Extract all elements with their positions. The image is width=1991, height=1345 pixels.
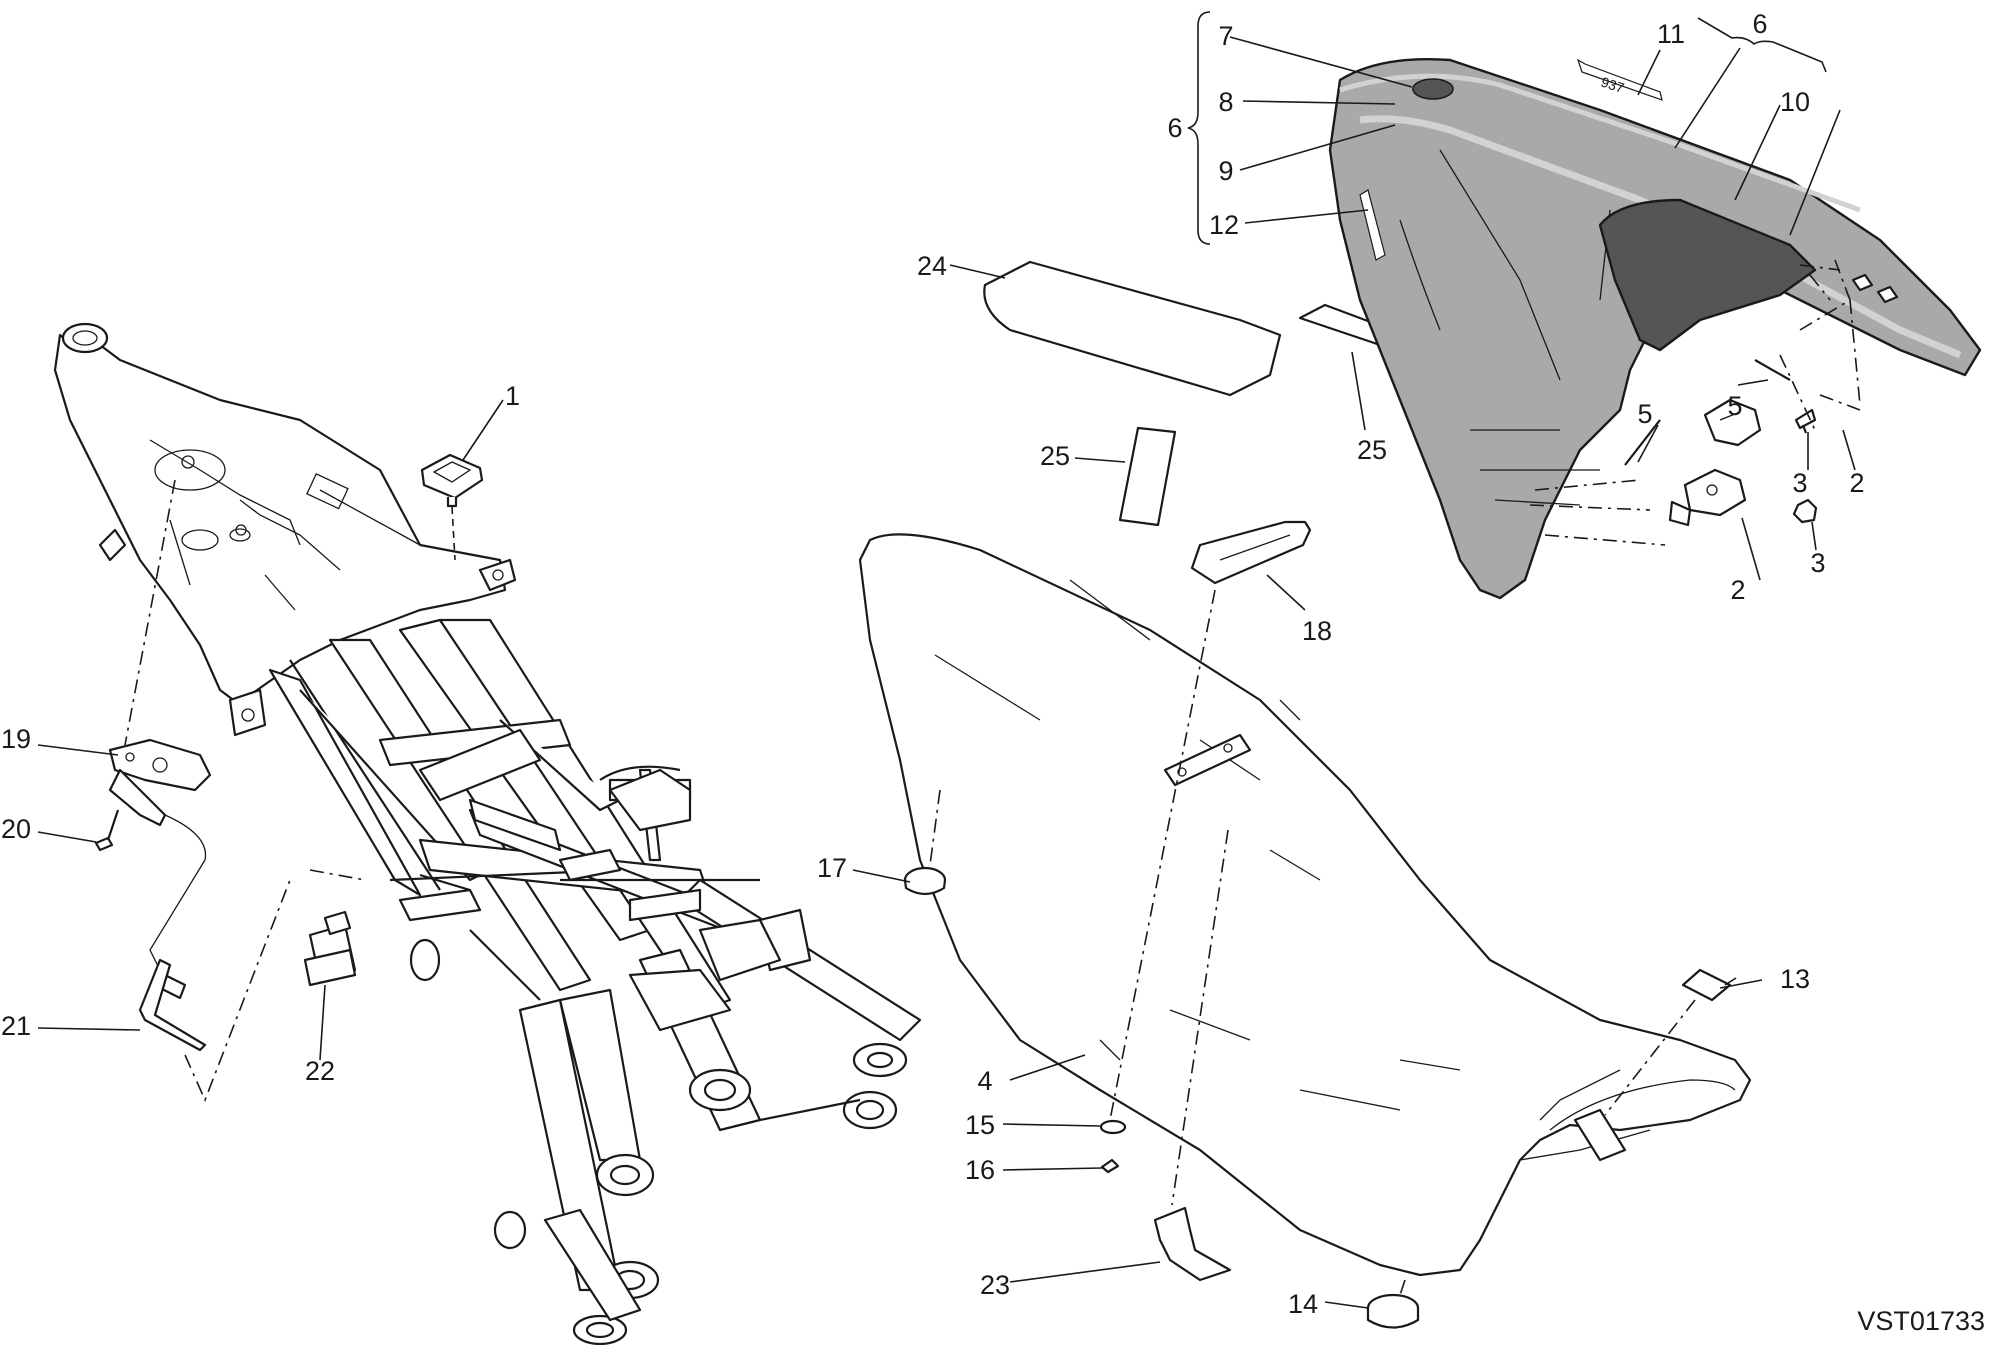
callout-labels: 1 2 2 3 3 4 5 5 6 6 7 8 9 10 11 12 13 14… — [1, 9, 1865, 1319]
callout-5b: 5 — [1727, 391, 1742, 421]
part-screw-20 — [94, 809, 120, 852]
callout-16: 16 — [965, 1155, 995, 1185]
part-sticker-13 — [1604, 968, 1732, 1116]
part-clip-inserts — [1851, 273, 1899, 304]
callout-6b: 6 — [1752, 9, 1767, 39]
callout-10: 10 — [1780, 87, 1810, 117]
callout-9: 9 — [1218, 156, 1233, 186]
part-foam-pad-24 — [983, 260, 1282, 397]
part-hook-23 — [1153, 829, 1232, 1282]
callout-22: 22 — [305, 1056, 335, 1086]
part-bracket-2b — [1668, 468, 1747, 527]
part-pin-5b — [1754, 359, 1791, 381]
callout-20: 20 — [1, 814, 31, 844]
part-pin-5a — [1624, 419, 1661, 466]
brace-item-6-top — [1697, 17, 1827, 73]
callout-14: 14 — [1288, 1289, 1318, 1319]
callout-24: 24 — [917, 251, 947, 281]
hidden-lines-cover — [1529, 259, 1861, 546]
part-seat-lock-assembly — [108, 479, 212, 1000]
callout-25a: 25 — [1040, 441, 1070, 471]
drawing-code: VST01733 — [1857, 1306, 1985, 1336]
svg-text:937: 937 — [1599, 74, 1626, 97]
callout-15: 15 — [965, 1110, 995, 1140]
callout-8: 8 — [1218, 87, 1233, 117]
callout-2b: 2 — [1730, 575, 1745, 605]
callout-1: 1 — [505, 381, 520, 411]
callout-21: 21 — [1, 1011, 31, 1041]
callout-11: 11 — [1657, 19, 1685, 49]
rear-subframe — [53, 322, 922, 1345]
callout-23: 23 — [980, 1270, 1010, 1300]
callout-3b: 3 — [1810, 548, 1825, 578]
part-screw-3b — [1794, 408, 1817, 434]
part-nut-3a — [1792, 498, 1818, 524]
part-screw-16 — [1100, 1158, 1120, 1174]
callout-18: 18 — [1302, 616, 1332, 646]
part-passenger-pad-10 — [1598, 198, 1817, 352]
callout-5a: 5 — [1637, 399, 1652, 429]
callout-17: 17 — [817, 853, 847, 883]
leader-lines — [37, 36, 1856, 1309]
callout-6a: 6 — [1167, 113, 1182, 143]
callout-25b: 25 — [1357, 435, 1387, 465]
part-rider-seat — [858, 533, 1752, 1277]
callout-19: 19 — [1, 724, 31, 754]
brace-item-6-left — [1187, 11, 1211, 245]
callout-13: 13 — [1780, 964, 1810, 994]
part-lock-barrel-22 — [303, 869, 366, 987]
callout-12: 12 — [1209, 210, 1239, 240]
part-seat-badge-18 — [1109, 520, 1312, 1121]
part-rubber-foot-14 — [1366, 1279, 1420, 1329]
callout-2a: 2 — [1849, 468, 1864, 498]
part-rubber-cap-17 — [903, 789, 947, 896]
callout-4: 4 — [977, 1066, 992, 1096]
callout-7: 7 — [1218, 21, 1233, 51]
part-washer-15 — [1099, 1119, 1127, 1135]
callout-3a: 3 — [1792, 468, 1807, 498]
part-cable-bracket-21 — [138, 879, 291, 1103]
part-rubber-buffer — [420, 453, 484, 561]
part-bracket-2a — [1703, 398, 1762, 447]
